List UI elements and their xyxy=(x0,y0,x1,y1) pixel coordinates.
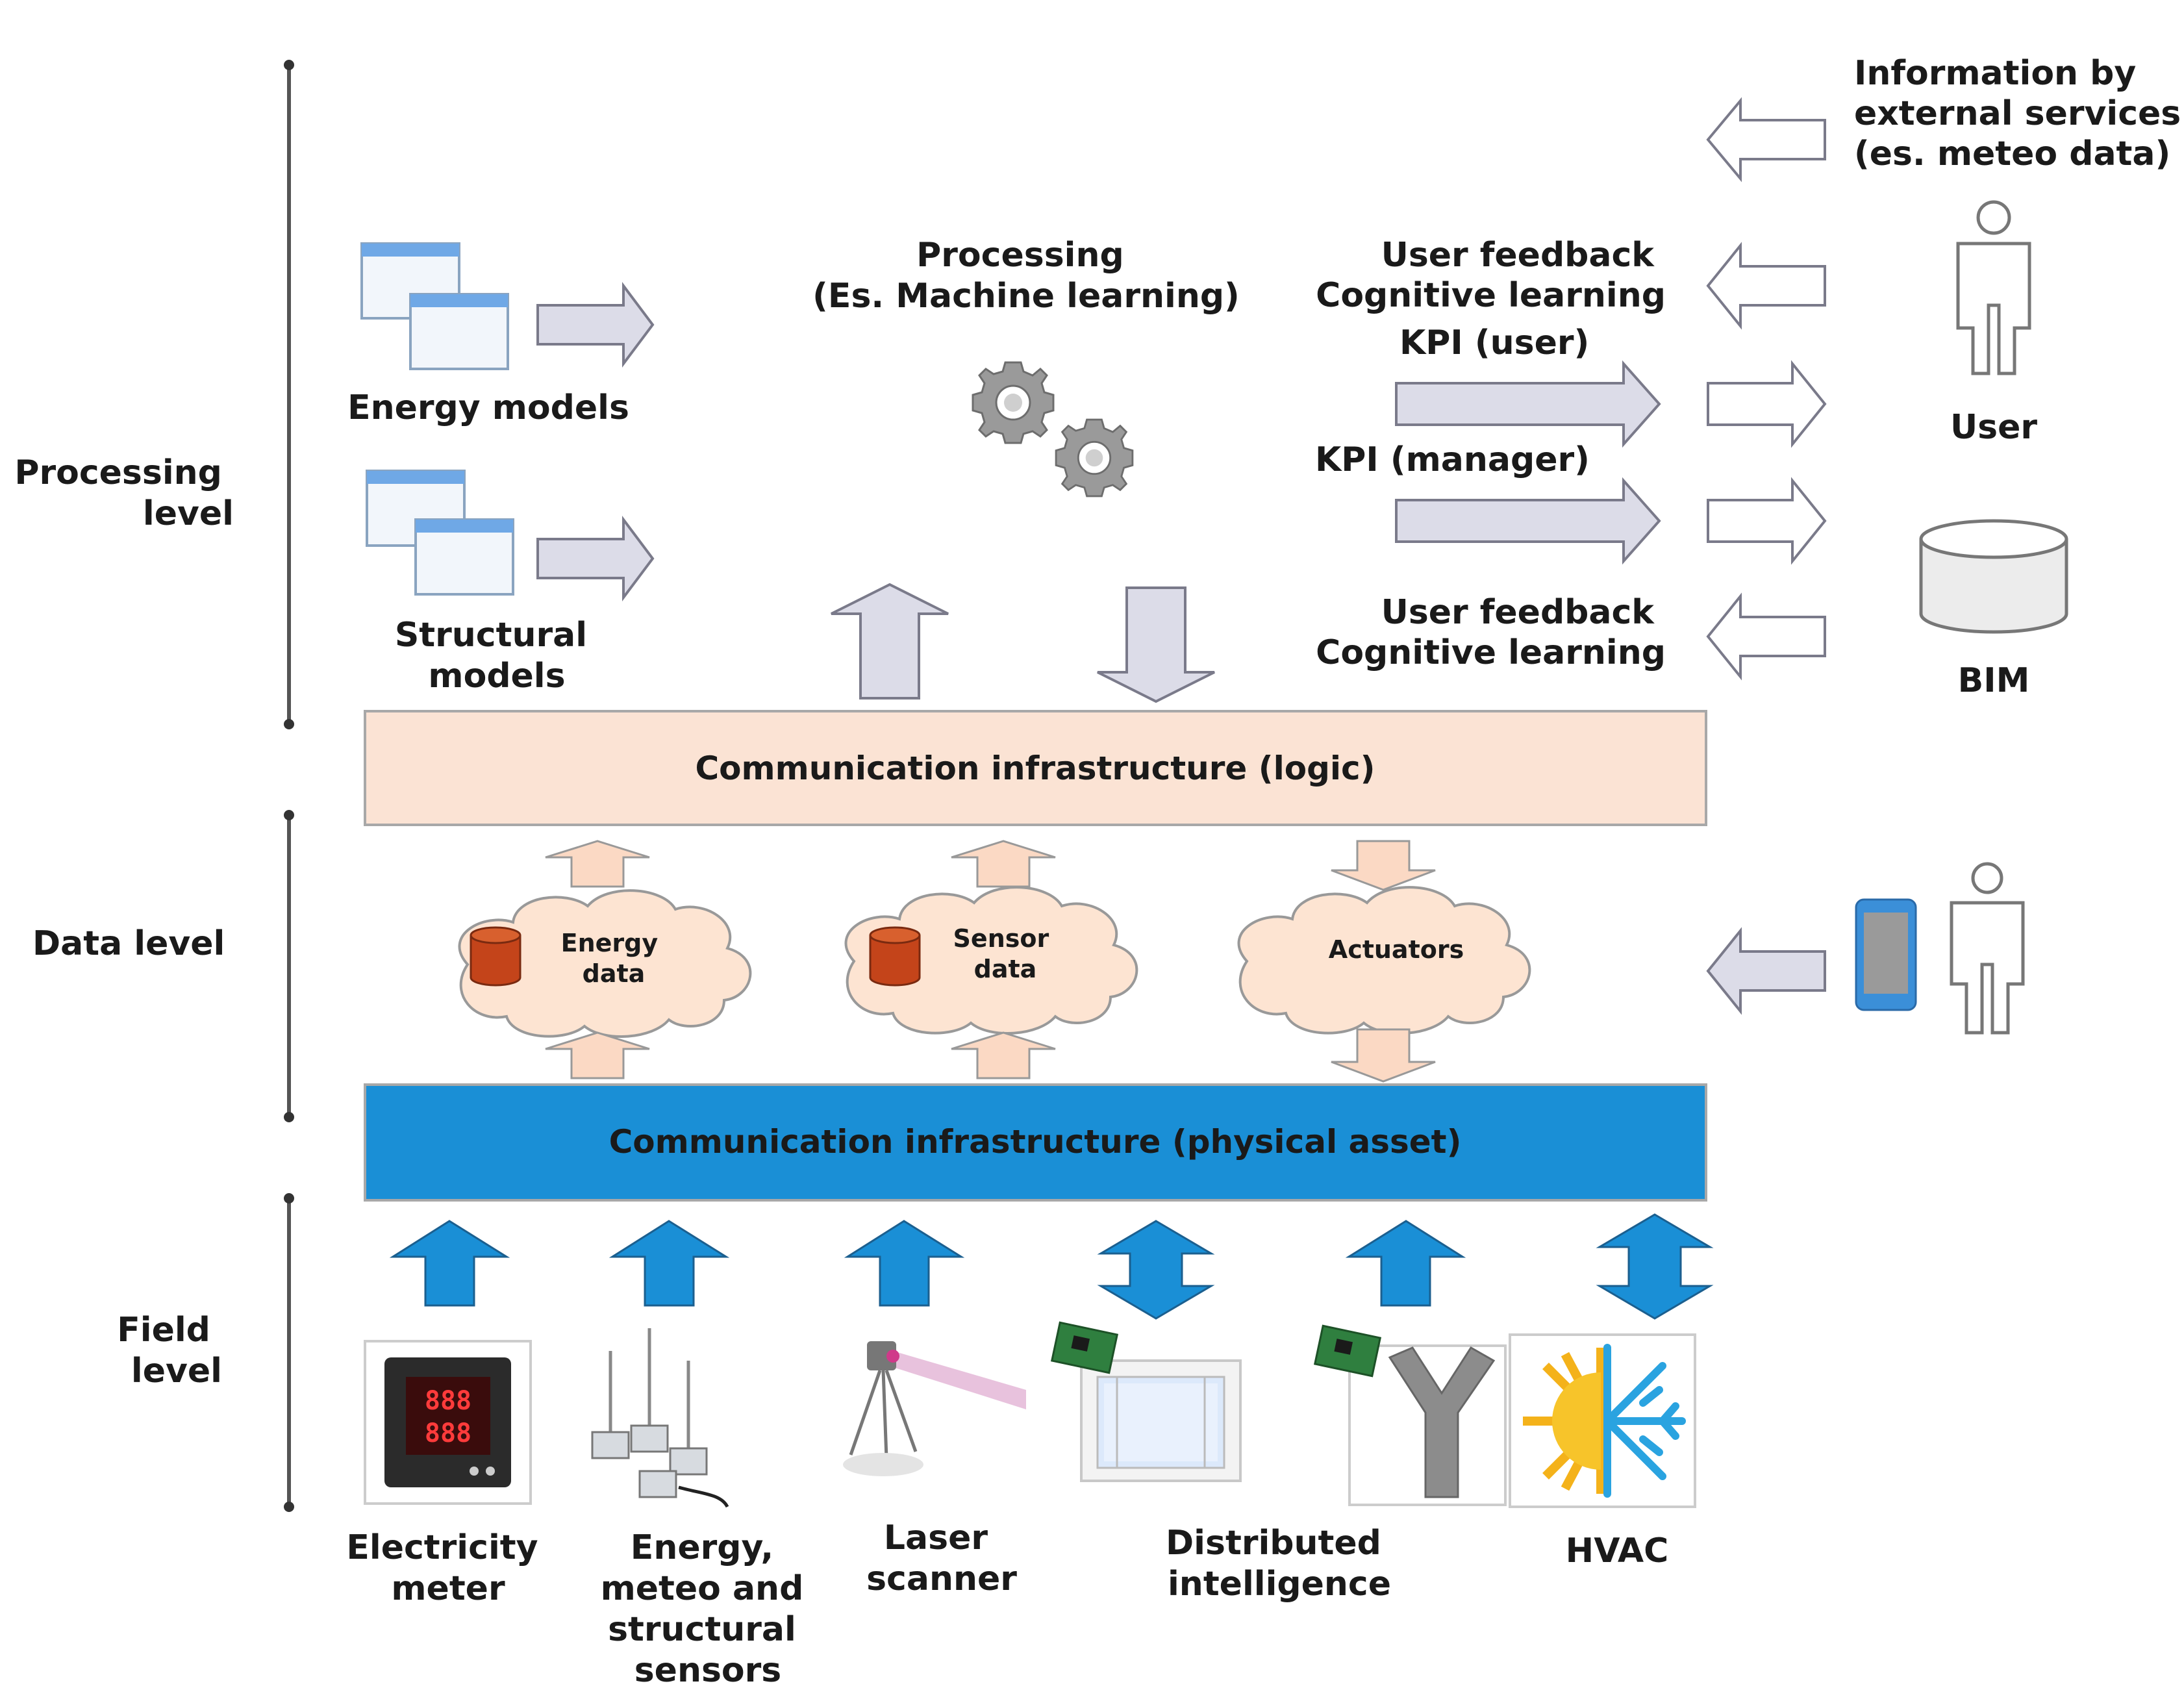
level-labels: Processing level Data level Field level xyxy=(14,453,234,1391)
field-arrows xyxy=(389,1213,1714,1320)
feedback-bottom-arrow xyxy=(1706,592,1826,681)
laser-scanner-up-arrow xyxy=(844,1220,965,1307)
electricity-meter-device: 888 888 Electricity meter xyxy=(346,1340,549,1608)
energy-models-label: Energy models xyxy=(347,388,629,427)
hvac-bidirectional-arrow xyxy=(1596,1213,1714,1320)
physical-bar-label: Communication infrastructure (physical a… xyxy=(609,1123,1462,1161)
down-arrow-from-processing xyxy=(1097,586,1215,703)
pipe-sensor-up-arrow xyxy=(1345,1220,1466,1307)
user-group: User xyxy=(1950,200,2037,447)
actuators-label: Actuators xyxy=(1329,935,1464,964)
user-person-icon xyxy=(1956,200,2031,375)
mobile-user-person-icon xyxy=(1950,862,2025,1035)
hvac-device: HVAC xyxy=(1509,1333,1696,1570)
actuators-group: Actuators xyxy=(1237,840,1531,1083)
sensor-data-cloud xyxy=(844,886,1138,1035)
external-services-label: Information by external services (es. me… xyxy=(1854,54,2184,173)
snowflake-icon xyxy=(1603,1344,1686,1498)
energy-data-group: Energy data xyxy=(458,840,752,1079)
energy-data-database-icon xyxy=(470,926,521,987)
bim-database-icon xyxy=(1919,519,2068,634)
processing-title: Processing (Es. Machine learning) xyxy=(812,236,1240,316)
kpi-user-outgoing-arrow xyxy=(1707,360,1827,448)
bim-group: BIM xyxy=(1919,519,2068,700)
user-label: User xyxy=(1950,408,2037,447)
bim-label: BIM xyxy=(1958,661,2030,700)
pipe-device xyxy=(1348,1344,1507,1506)
electricity-meter-up-arrow xyxy=(389,1220,510,1307)
window-bidirectional-arrow xyxy=(1097,1220,1215,1320)
electricity-meter-label: Electricity meter xyxy=(346,1528,549,1608)
energy-data-up-arrow-top xyxy=(545,840,650,888)
distributed-intelligence-devices: Distributed intelligence xyxy=(1050,1321,1507,1604)
kpi-manager-outgoing-arrow xyxy=(1707,477,1827,565)
feedback-top-label: User feedback Cognitive learning xyxy=(1316,236,1666,315)
kpi-manager-group: KPI (manager) xyxy=(1315,440,1827,565)
window-device xyxy=(1080,1359,1242,1482)
actuators-down-arrow-bottom xyxy=(1331,1028,1436,1083)
pipe-circuit-board-icon xyxy=(1313,1324,1382,1378)
sensor-data-group: Sensor data xyxy=(844,840,1138,1079)
feedback-bottom-group: User feedback Cognitive learning xyxy=(1316,592,1826,681)
feedback-top-group: User feedback Cognitive learning xyxy=(1316,236,1826,330)
sensor-data-label: Sensor data xyxy=(953,924,1058,983)
processing-level-label: Processing level xyxy=(14,453,234,533)
field-level-label: Field level xyxy=(117,1311,222,1391)
kpi-user-group: KPI (user) xyxy=(1395,323,1827,448)
energy-models-arrow xyxy=(536,282,655,368)
gear-icon-small xyxy=(1055,418,1134,498)
sensors-label: Energy, meteo and structural sensors xyxy=(601,1528,816,1690)
up-arrow-to-processing xyxy=(831,583,949,699)
structural-models-group: Structural models xyxy=(366,470,655,696)
level-axis xyxy=(284,60,294,1512)
feedback-bottom-label: User feedback Cognitive learning xyxy=(1316,593,1666,672)
energy-data-label: Energy data xyxy=(561,929,667,988)
energy-data-up-arrow-bottom xyxy=(545,1031,650,1079)
kpi-user-arrow xyxy=(1395,360,1661,448)
feedback-top-arrow xyxy=(1706,242,1826,330)
processing-engine: Processing (Es. Machine learning) xyxy=(812,236,1240,498)
distributed-intelligence-label: Distributed intelligence xyxy=(1166,1524,1393,1604)
window-circuit-board-icon xyxy=(1050,1321,1119,1374)
data-level-label: Data level xyxy=(32,924,225,963)
energy-model-window-icon-front xyxy=(409,293,509,370)
physical-bar: Communication infrastructure (physical a… xyxy=(364,1083,1707,1202)
svg-text:888: 888 xyxy=(425,1418,471,1448)
energy-models-group: Energy models xyxy=(347,242,655,427)
sensor-data-database-icon xyxy=(869,926,921,987)
structural-models-label: Structural models xyxy=(395,616,599,696)
structural-model-window-icon-front xyxy=(414,518,514,596)
sensors-device: Energy, meteo and structural sensors xyxy=(591,1328,816,1690)
kpi-manager-label: KPI (manager) xyxy=(1315,440,1590,479)
sensors-up-arrow xyxy=(609,1220,730,1307)
actuators-down-arrow-top xyxy=(1331,840,1436,891)
logic-bar: Communication infrastructure (logic) xyxy=(364,710,1707,826)
kpi-manager-arrow xyxy=(1395,477,1661,565)
kpi-user-label: KPI (user) xyxy=(1400,323,1589,362)
laser-scanner-device: Laser scanner xyxy=(843,1341,1026,1598)
actuators-cloud xyxy=(1237,886,1531,1035)
gear-icon xyxy=(972,361,1055,444)
laser-scanner-label: Laser scanner xyxy=(866,1518,1017,1598)
sensor-data-up-arrow-bottom xyxy=(951,1031,1056,1079)
external-services-arrow xyxy=(1706,97,1826,183)
smartphone-icon xyxy=(1855,898,1917,1011)
external-services-group: Information by external services (es. me… xyxy=(1706,54,2184,183)
logic-bar-label: Communication infrastructure (logic) xyxy=(695,750,1375,787)
sun-icon xyxy=(1523,1348,1605,1494)
sensor-data-up-arrow-top xyxy=(951,840,1056,888)
svg-text:888: 888 xyxy=(425,1386,471,1416)
structural-models-arrow xyxy=(536,516,655,601)
mobile-user-group xyxy=(1706,862,2025,1035)
mobile-user-arrow xyxy=(1706,927,1826,1015)
hvac-label: HVAC xyxy=(1566,1531,1669,1570)
energy-data-cloud xyxy=(458,889,752,1038)
